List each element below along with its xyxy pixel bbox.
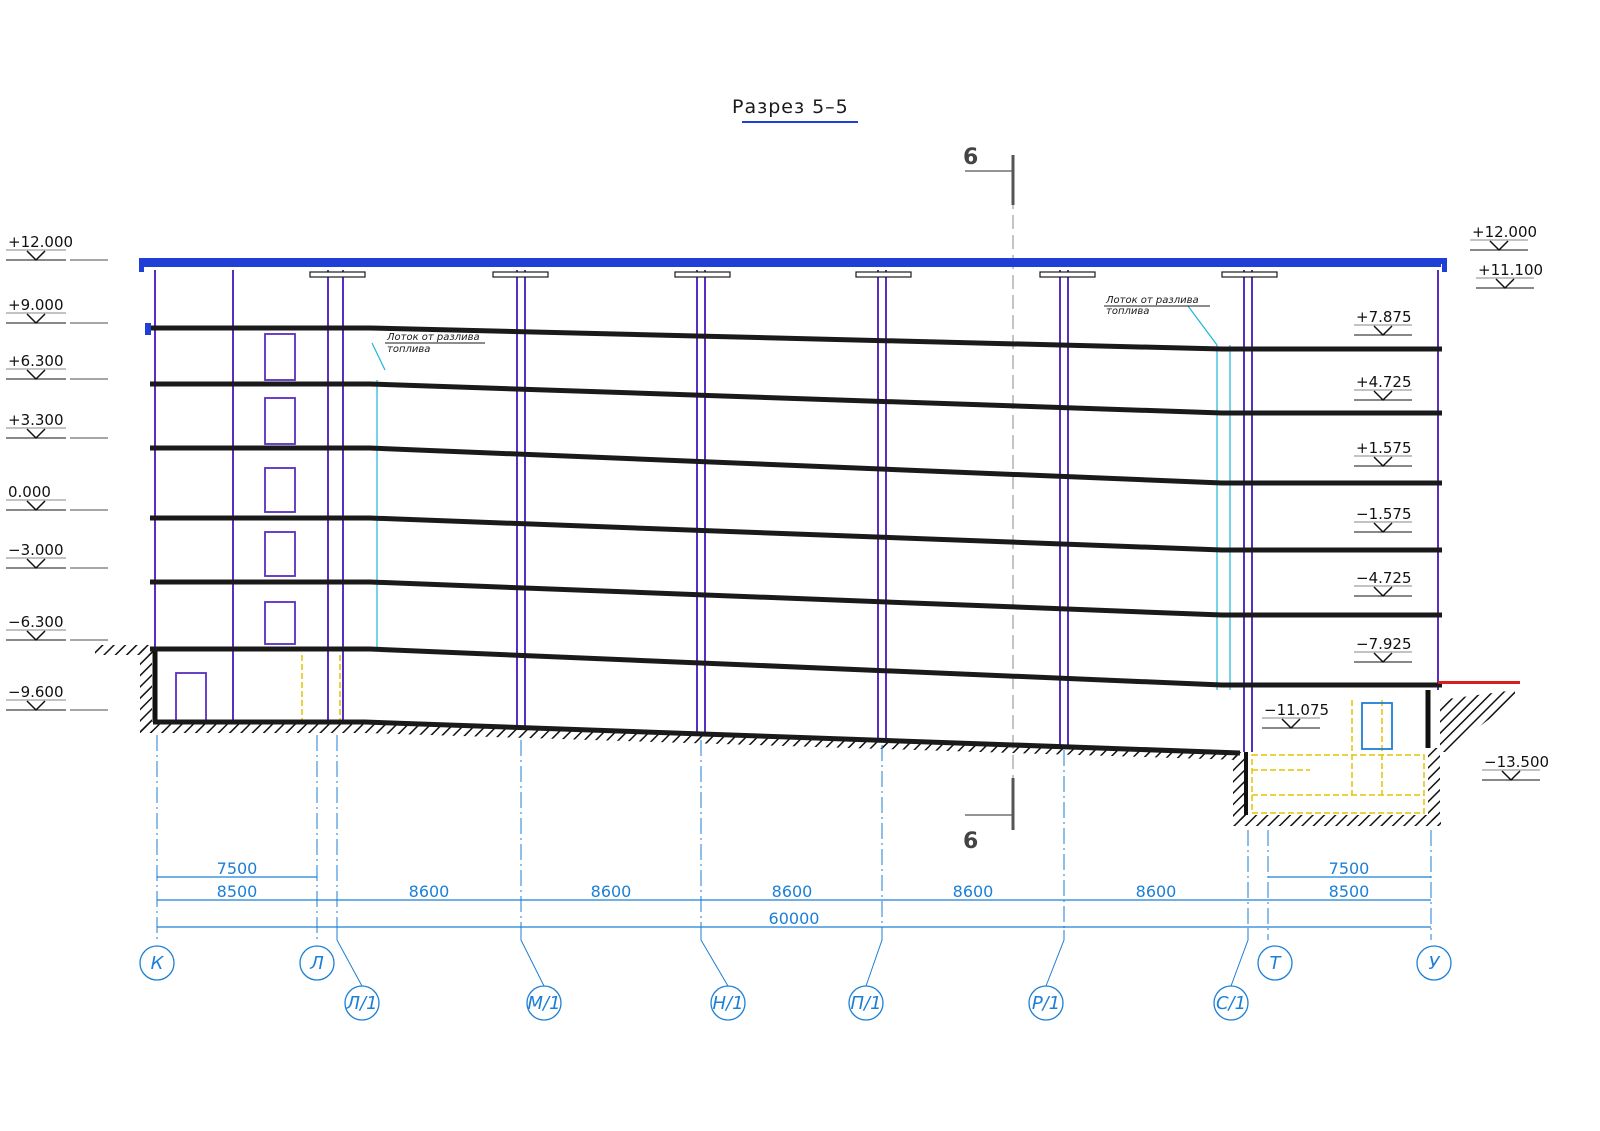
level-left-3-label: +3.300 [8,411,64,429]
axis-bubble-sub-3: П/1 [848,930,884,1021]
section-mark-top: 6 [963,145,978,170]
axis-bubble-sub-2: Н/1 [700,930,746,1021]
axis-bubble-sub-2-label: Н/1 [712,993,743,1014]
axis-bubble-sub-3-label: П/1 [850,993,881,1014]
dim-span-0: 8500 [217,882,258,901]
level-right-4: +1.575 [1354,439,1412,468]
beam-caps [309,271,1278,278]
level-right-5-label: −1.575 [1356,505,1412,523]
roof-slab [139,258,1447,272]
section-mark-bottom: 6 [963,829,978,854]
level-right-4-label: +1.575 [1356,439,1412,457]
fuel-gutter-note-right: Лоток от разлива топлива [1104,295,1210,317]
level-markers-right: +12.000 +11.100 +7.875 +4.725 +1.575 −1.575 −4… [1262,223,1549,782]
axis-bubble-sub-0-label: Л/1 [345,993,377,1014]
level-right-1-label: +11.100 [1478,261,1543,279]
level-right-0-label: +12.000 [1472,223,1537,241]
fuel-gutters [371,305,1231,690]
level-left-2-label: +6.300 [8,352,64,370]
axis-bubble-0: К [139,945,175,981]
axis-bubble-2: Т [1257,945,1293,981]
axis-bubble-sub-0: Л/1 [336,930,380,1021]
axis-extension-lines [156,735,1432,940]
level-left-0-label: +12.000 [8,233,73,251]
axis-bubble-sub-5-label: С/1 [1216,993,1246,1014]
level-right-3-label: +4.725 [1356,373,1412,391]
level-left-7: −9.600 [6,683,66,712]
level-left-6: −6.300 [6,613,66,642]
level-left-4-label: 0.000 [8,483,51,501]
level-right-8: −11.075 [1262,701,1329,730]
fuel-gutter-note-left: Лоток от разлива топлива [385,332,485,355]
level-left-6-label: −6.300 [8,613,64,631]
drawing-title: Разрез 5–5 [732,96,849,118]
level-right-0: +12.000 [1470,223,1537,252]
ground-hatching [95,645,1515,826]
level-left-1-label: +9.000 [8,296,64,314]
basement-walls [152,648,1431,815]
dim-span-2: 8600 [591,882,632,901]
dim-span-4: 8600 [953,882,994,901]
dim-span-1: 8600 [409,882,450,901]
columns [154,270,1439,752]
dim-span-5: 8600 [1136,882,1177,901]
axis-bubble-2-label: Т [1270,953,1283,974]
dim-top-left: 7500 [217,859,258,878]
level-left-5-label: −3.000 [8,541,64,559]
dim-total: 60000 [769,909,820,928]
level-left-0: +12.000 [6,233,73,262]
level-right-2-label: +7.875 [1356,308,1412,326]
pit-yellow [301,655,1425,814]
level-right-6: −4.725 [1354,569,1412,598]
level-left-7-label: −9.600 [8,683,64,701]
axis-bubble-0-label: К [151,953,165,974]
level-left-2: +6.300 [6,352,66,381]
level-right-9-label: −13.500 [1484,753,1549,771]
level-right-8-label: −11.075 [1264,701,1329,719]
level-right-7-label: −7.925 [1356,635,1412,653]
level-right-7: −7.925 [1354,635,1412,664]
axis-bubble-3-label: У [1429,953,1441,974]
dim-top-right: 7500 [1329,859,1370,878]
level-left-1: +9.000 [6,296,66,325]
level-left-5: −3.000 [6,541,66,570]
axis-bubble-1: Л [299,945,335,981]
level-right-6-label: −4.725 [1356,569,1412,587]
level-right-1: +11.100 [1476,261,1543,290]
dim-span-3: 8600 [772,882,813,901]
level-markers-left: +12.000 +9.000 +6.300 +3.300 0.000 −3.000 −6.3… [6,233,108,712]
floor-slabs [150,325,1442,756]
level-right-9: −13.500 [1482,753,1549,782]
level-right-2: +7.875 [1354,308,1412,337]
axis-bubble-1-label: Л [309,953,324,974]
note-right-line1: Лоток от разлива [1105,295,1199,306]
slab-end [145,323,151,335]
title-underline [742,121,858,123]
note-left-line1: Лоток от разлива [386,332,480,343]
level-left-3: +3.300 [6,411,66,440]
axis-bubble-sub-4: Р/1 [1028,930,1065,1021]
axis-bubbles: К Л Т У Л/1 М/1 Н/1 П/1 Р/1 С/1 [139,930,1452,1021]
dimension-chains [157,876,1431,928]
axis-bubble-sub-5: С/1 [1213,930,1249,1021]
note-left-line2: топлива [387,344,430,355]
level-right-5: −1.575 [1354,505,1412,534]
axis-bubble-3: У [1416,945,1452,981]
dim-span-6: 8500 [1329,882,1370,901]
axis-bubble-sub-1-label: М/1 [527,993,560,1014]
level-left-4: 0.000 [6,483,66,512]
axis-bubble-sub-1: М/1 [520,930,562,1021]
note-right-line2: топлива [1106,306,1149,317]
axis-bubble-sub-4-label: Р/1 [1032,993,1060,1014]
level-right-3: +4.725 [1354,373,1412,402]
ground-line-red [1438,681,1520,684]
